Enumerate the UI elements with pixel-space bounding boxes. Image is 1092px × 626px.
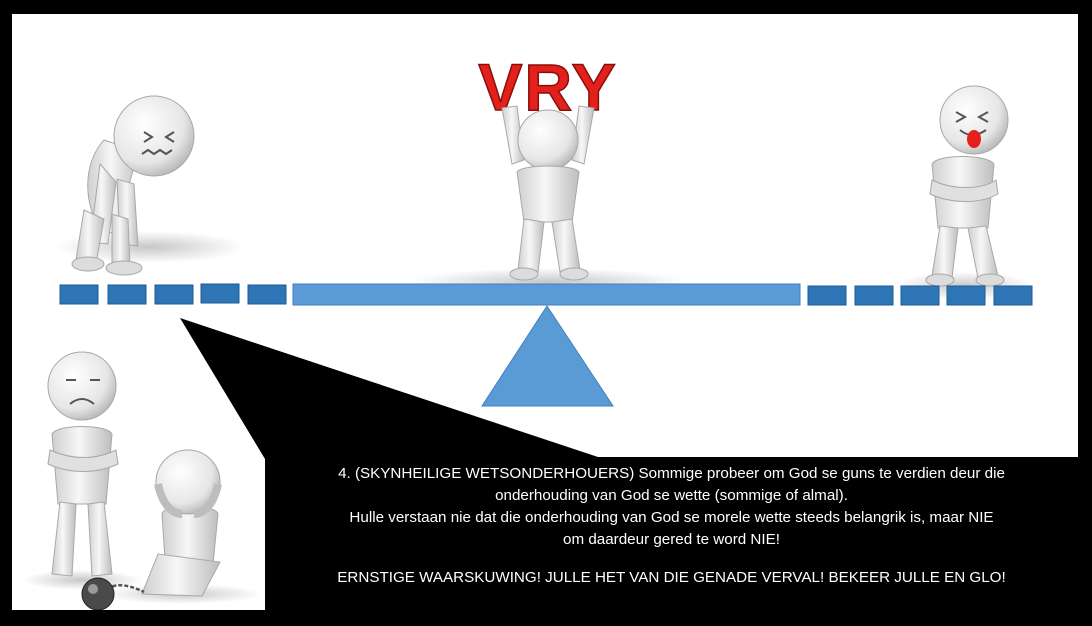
plank-segment (900, 285, 940, 306)
callout-pointer (180, 318, 604, 459)
seesaw-scene: VRY (22, 49, 1034, 610)
plank-segment (854, 285, 894, 306)
frown-face-icon (66, 379, 100, 405)
plank-segment (154, 284, 194, 305)
chained-figure-with-ball-icon (81, 449, 262, 610)
caption-line: onderhouding van God se wette (sommige o… (495, 487, 848, 504)
caption-line: 4. (SKYNHEILIGE WETSONDERHOUERS) Sommige… (338, 465, 1005, 482)
plank-segment (247, 284, 287, 305)
seesaw-plank (292, 283, 801, 306)
grinning-face-icon (955, 111, 989, 148)
seesaw-fulcrum (481, 305, 614, 407)
slide-canvas: VRY (12, 14, 1078, 610)
right-plank-segments (807, 285, 1033, 306)
caption-line: om daardeur gered te word NIE! (563, 531, 780, 548)
seesaw (59, 283, 1033, 407)
frowning-arms-crossed-figure-icon (22, 351, 142, 590)
left-plank-segments (59, 283, 287, 305)
grinning-tongue-out-figure-icon (894, 85, 1034, 300)
plank-segment (993, 285, 1033, 306)
sign-word: VRY (478, 50, 617, 124)
plank-segment (107, 284, 147, 305)
plank-segment (807, 285, 847, 306)
plank-segment (59, 284, 99, 305)
caption-warning: ERNSTIGE WAARSKUWING! JULLE HET VAN DIE … (337, 569, 1006, 586)
caption-box: 4. (SKYNHEILIGE WETSONDERHOUERS) Sommige… (265, 457, 1078, 610)
ball-icon (81, 577, 115, 610)
sad-bent-over-figure-icon (55, 95, 245, 276)
plank-segment (946, 285, 986, 306)
sad-face-icon (141, 131, 175, 156)
plank-segment (200, 283, 240, 304)
caption-line: Hulle verstaan nie dat die onderhouding … (349, 509, 994, 526)
figure-holding-sign-icon: VRY (408, 49, 688, 296)
